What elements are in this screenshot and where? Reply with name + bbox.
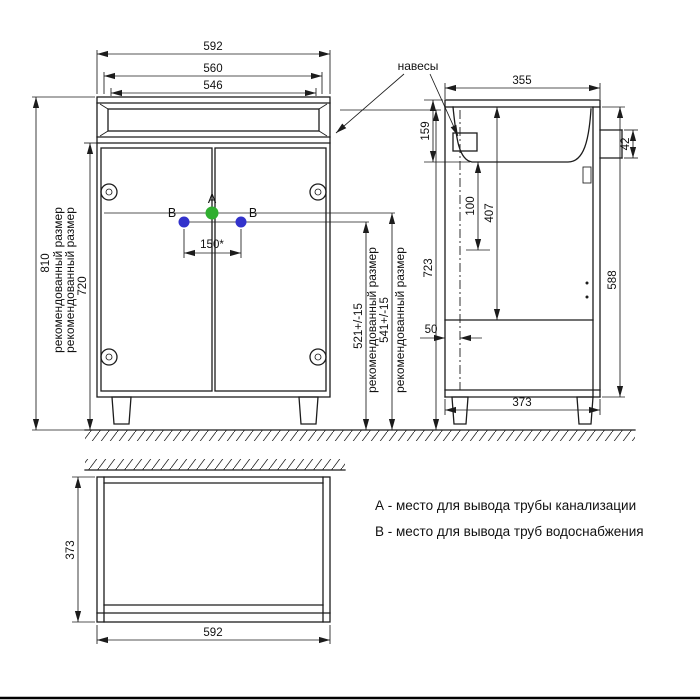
recommended-size-label: рекомендованный размер	[393, 247, 407, 393]
dim-height-total: 810	[40, 253, 52, 272]
bottom-view-dimensions: 373 592	[65, 476, 331, 644]
dim-front-width-inner: 546	[203, 80, 222, 92]
dim-height-body: 720	[77, 276, 89, 295]
hangers-callout: навесы	[335, 59, 459, 137]
dim-b-spacing: 150*	[200, 239, 224, 251]
dim-front-offset: 50	[425, 324, 438, 336]
hinge-icon	[309, 183, 327, 201]
front-view-hinges	[100, 183, 327, 366]
point-b-label-left: B	[168, 206, 176, 220]
hinge-icon	[100, 183, 118, 201]
bottom-view-outline	[96, 476, 331, 623]
point-b-label-right: B	[249, 206, 257, 220]
dim-bottom-depth: 373	[65, 540, 77, 559]
side-view-dimensions: 355 42 159 100 407 588 50 373	[420, 75, 638, 415]
legend-line-a: А - место для вывода трубы канализации	[375, 498, 636, 513]
dim-depth-top: 355	[512, 75, 531, 87]
hinge-icon	[100, 348, 118, 366]
recommended-size-label: рекомендованный размер	[63, 207, 77, 353]
dim-hanger-height: 100	[465, 196, 477, 215]
hinge-icon	[309, 348, 327, 366]
legend: А - место для вывода трубы канализации В…	[375, 498, 644, 539]
dim-front-width-mid: 560	[203, 63, 222, 75]
dim-hanger-drop: 42	[620, 138, 632, 151]
legend-line-b: В - место для вывода труб водоснабжения	[375, 524, 644, 539]
outlet-points: A B B	[104, 192, 395, 228]
bottom-view-wall	[84, 459, 346, 471]
drain-point-a	[205, 206, 219, 220]
hangers-label: навесы	[398, 59, 439, 73]
dim-front-width-outer: 592	[203, 41, 222, 53]
dim-drain-height: 521+/-15	[353, 303, 365, 349]
dim-water-height: 541+/-15	[379, 297, 391, 343]
front-view-dimensions: 592 560 546 810 рекомендованный размер р…	[32, 41, 441, 431]
ground-line	[84, 429, 636, 441]
dim-depth-bottom: 373	[512, 397, 531, 409]
wall-hanger-bracket	[452, 132, 478, 152]
recommended-size-label: рекомендованный размер	[51, 207, 65, 353]
dim-body-height: 588	[607, 270, 619, 289]
dim-inner-height: 407	[484, 203, 496, 222]
point-a-label: A	[208, 192, 217, 206]
front-view-outline	[96, 96, 331, 425]
water-point-b-right	[235, 216, 247, 228]
side-view-outline	[444, 99, 623, 425]
recommended-size-label: рекомендованный размер	[365, 247, 379, 393]
dim-basin-depth: 159	[420, 121, 432, 140]
water-point-b-left	[178, 216, 190, 228]
dim-worktop-height: 723	[423, 258, 435, 277]
dim-bottom-width: 592	[203, 627, 222, 639]
